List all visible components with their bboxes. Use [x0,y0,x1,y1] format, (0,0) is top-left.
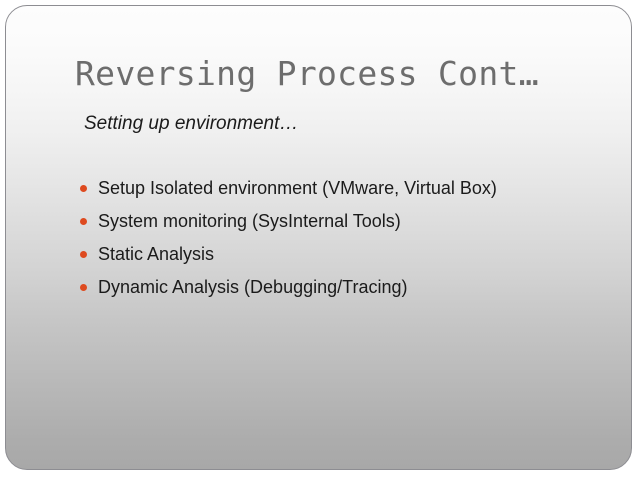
bullet-label: Dynamic Analysis (Debugging/Tracing) [98,277,408,297]
bullet-label: Static Analysis [98,244,215,264]
list-item: Dynamic Analysis (Debugging/Tracing) [76,275,616,299]
bullet-list: Setup Isolated environment (VMware, Virt… [76,176,616,308]
bullet-label: Setup Isolated environment (VMware, Virt… [98,178,497,198]
bullet-label: System monitoring (SysInternal Tools) [98,211,401,231]
list-item: Setup Isolated environment (VMware, Virt… [76,176,616,200]
presentation-slide: Reversing Process Cont… Setting up envir… [5,5,632,470]
bullet-dot-icon [80,185,87,192]
bullet-dot-icon [80,218,87,225]
bullet-dot-icon [80,284,87,291]
list-item: System monitoring (SysInternal Tools) [76,209,616,233]
slide-subtitle: Setting up environment… [84,113,299,134]
bullet-dot-icon [80,251,87,258]
list-item: Static Analysis [76,242,616,266]
slide-title: Reversing Process Cont… [75,54,539,93]
